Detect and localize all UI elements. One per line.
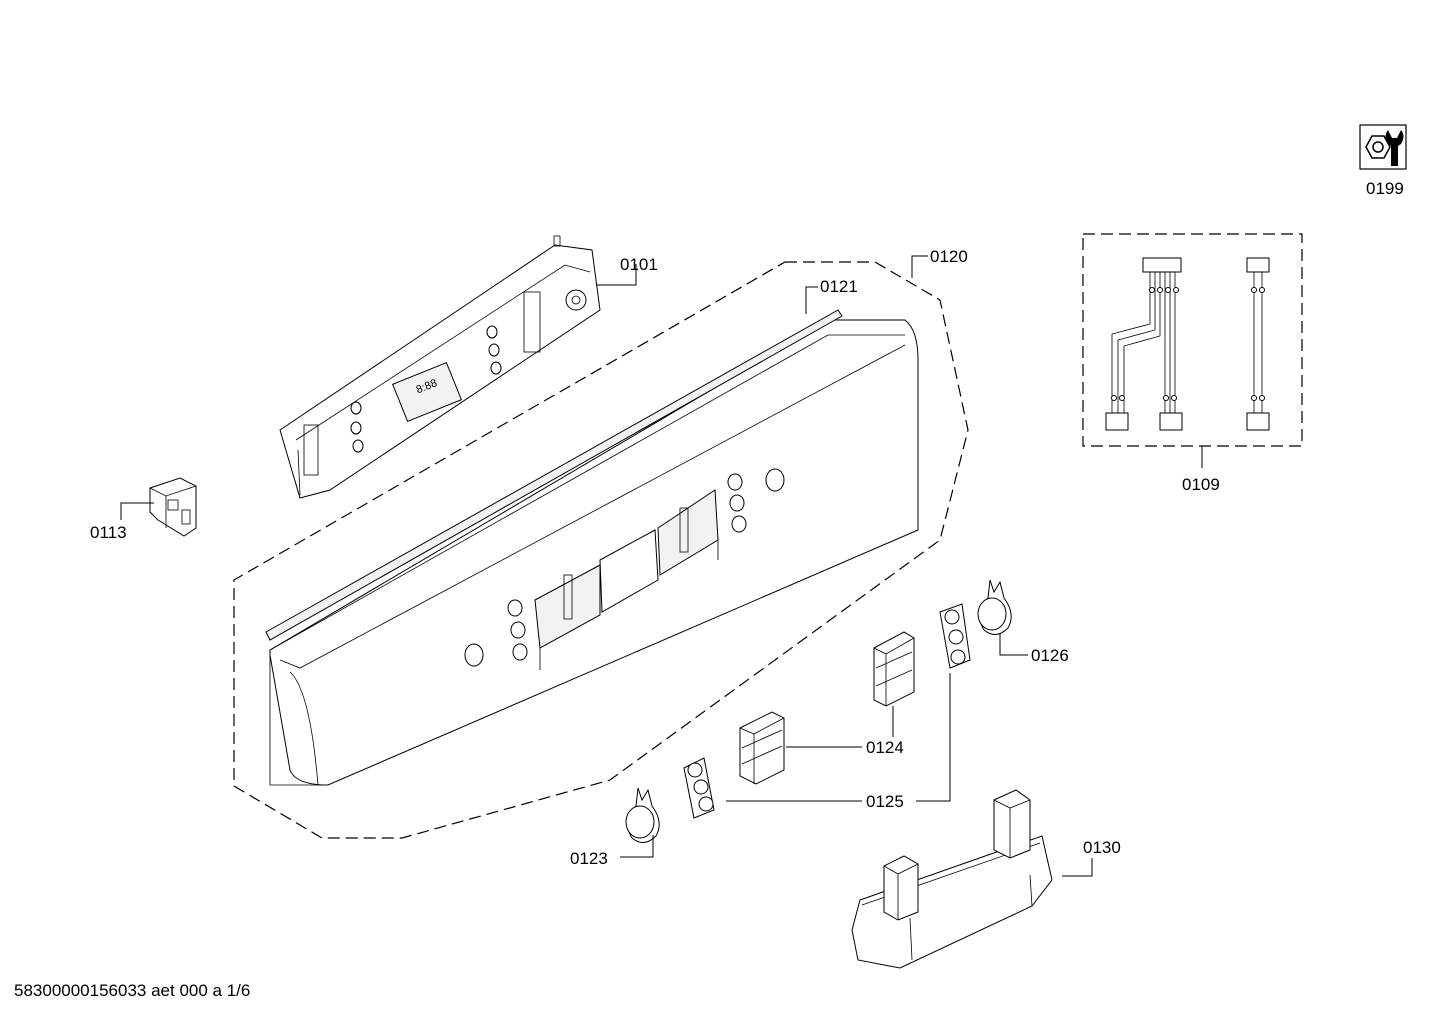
callout-0123: 0123 (570, 849, 608, 868)
housing-part (851, 789, 1053, 969)
control-panel-fascia (269, 319, 919, 786)
wrench-nut-icon (1359, 124, 1407, 170)
callout-0126: 0126 (1031, 646, 1069, 665)
callout-0121: 0121 (820, 277, 858, 296)
electronic-module: 8:88 (279, 235, 601, 499)
seal-strip (265, 309, 843, 641)
button-block-lower (739, 711, 785, 785)
knob-part-0126 (977, 579, 1012, 635)
callout-0130: 0130 (1083, 838, 1121, 857)
assembly-0120-outline (233, 261, 969, 839)
callout-0101: 0101 (620, 255, 658, 274)
button-block-0124 (873, 631, 915, 707)
callout-0120: 0120 (930, 247, 968, 266)
knob-part-0123 (625, 787, 660, 843)
callout-0113: 0113 (90, 523, 127, 542)
connector-part (149, 477, 197, 537)
button-set-lower (683, 757, 715, 819)
drawing-code: 58300000156033 aet 000 a 1/6 (14, 981, 251, 1000)
callout-0199: 0199 (1366, 179, 1404, 198)
callout-0109: 0109 (1182, 475, 1220, 494)
callout-0125: 0125 (866, 792, 904, 811)
callout-0124: 0124 (866, 738, 904, 757)
wiring-harness (1082, 233, 1303, 447)
button-set-upper (939, 603, 971, 669)
